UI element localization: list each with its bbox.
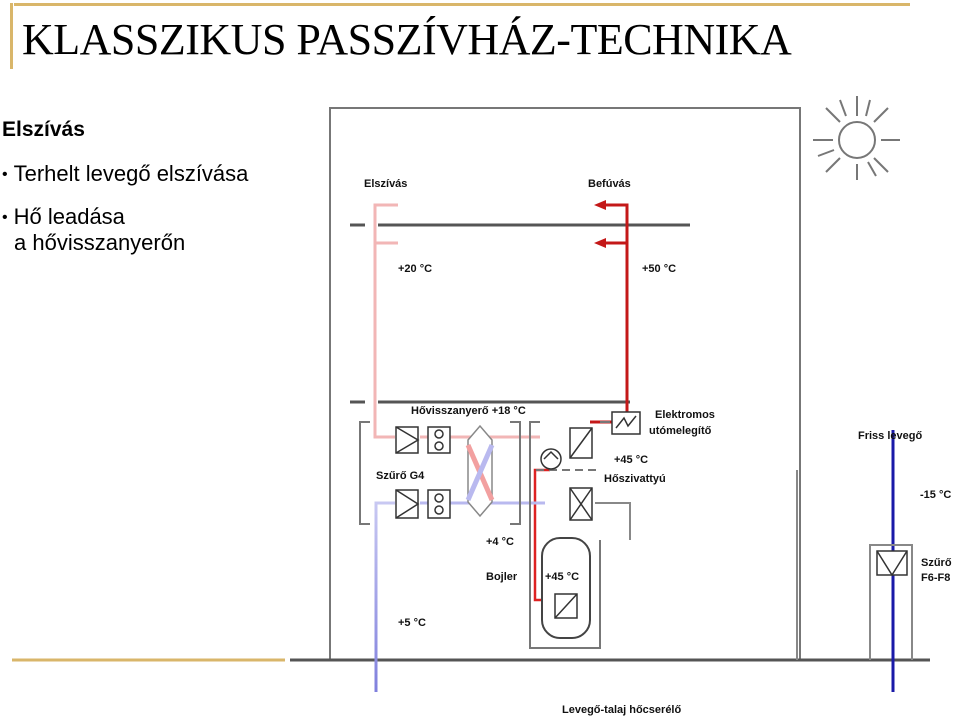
bullet-dot: • (2, 166, 8, 183)
label-filter-f6-1: Szűrő (921, 557, 952, 569)
label-electric-heater-1: Elektromos (655, 409, 715, 421)
bullet-2: • Hő leadása a hővisszanyerőn (2, 204, 185, 255)
electric-heater-icon (611, 411, 641, 435)
heat-exchanger-core (465, 424, 495, 518)
label-temp-after-hrv: +4 °C (486, 536, 514, 548)
condenser-icon (569, 427, 593, 459)
supply-duct (590, 203, 629, 424)
label-exhaust: Elszívás (364, 178, 407, 190)
bullet-dot: • (2, 209, 8, 226)
title-decoration-top (14, 3, 910, 6)
heat-recovery-unit (359, 421, 521, 525)
label-supply: Befúvás (588, 178, 631, 190)
heat-pump-unit (529, 421, 610, 649)
bullet-1-text: Terhelt levegő elszívása (13, 161, 249, 186)
slide-title: KLASSZIKUS PASSZÍVHÁZ-TECHNIKA (22, 15, 792, 64)
ground-exchanger-duct (374, 430, 895, 694)
boiler-tank (541, 537, 591, 639)
evaporator-icon (569, 487, 593, 521)
sun-icon (813, 96, 900, 180)
label-temp-boiler: +45 °C (545, 571, 579, 583)
label-filter-g4: Szűrő G4 (376, 470, 425, 482)
filter-g4-top (395, 426, 420, 454)
filter-g4-bottom (395, 489, 420, 519)
supply-arrow-icons (594, 200, 606, 248)
fresh-air-pipe (796, 470, 913, 660)
label-heat-pump: Hőszivattyú (604, 473, 666, 485)
label-fresh-air: Friss levegő (858, 430, 922, 442)
fan-icon-top (427, 426, 451, 454)
building-walls (329, 107, 801, 660)
boiler-coil-icon (554, 593, 578, 619)
label-temp-ground: +5 °C (398, 617, 426, 629)
label-temp-supply: +50 °C (642, 263, 676, 275)
label-filter-f6-2: F6-F8 (921, 572, 950, 584)
bullet-2-text-2: a hővisszanyerőn (14, 230, 186, 255)
label-heat-recovery: Hővisszanyerő +18 °C (411, 405, 526, 417)
label-temp-outdoor: -15 °C (920, 489, 951, 501)
bullet-1: • Terhelt levegő elszívása (2, 161, 248, 187)
title-decoration-left (10, 3, 13, 69)
floor-slab-upper (350, 223, 690, 404)
label-temp-room: +20 °C (398, 263, 432, 275)
compressor-icon (540, 448, 562, 470)
label-boiler: Bojler (486, 571, 518, 583)
label-electric-heater-2: utómelegítő (649, 425, 712, 437)
fan-icon-bottom (427, 489, 451, 519)
label-temp-after-heater: +45 °C (614, 454, 648, 466)
outdoor-grey-duct (595, 502, 631, 540)
filter-f6-icon (876, 550, 908, 577)
bullet-2-text-1: Hő leadása (13, 204, 125, 229)
label-ground-exchanger: Levegő-talaj hőcserélő (562, 704, 681, 716)
section-heading: Elszívás (2, 118, 85, 141)
